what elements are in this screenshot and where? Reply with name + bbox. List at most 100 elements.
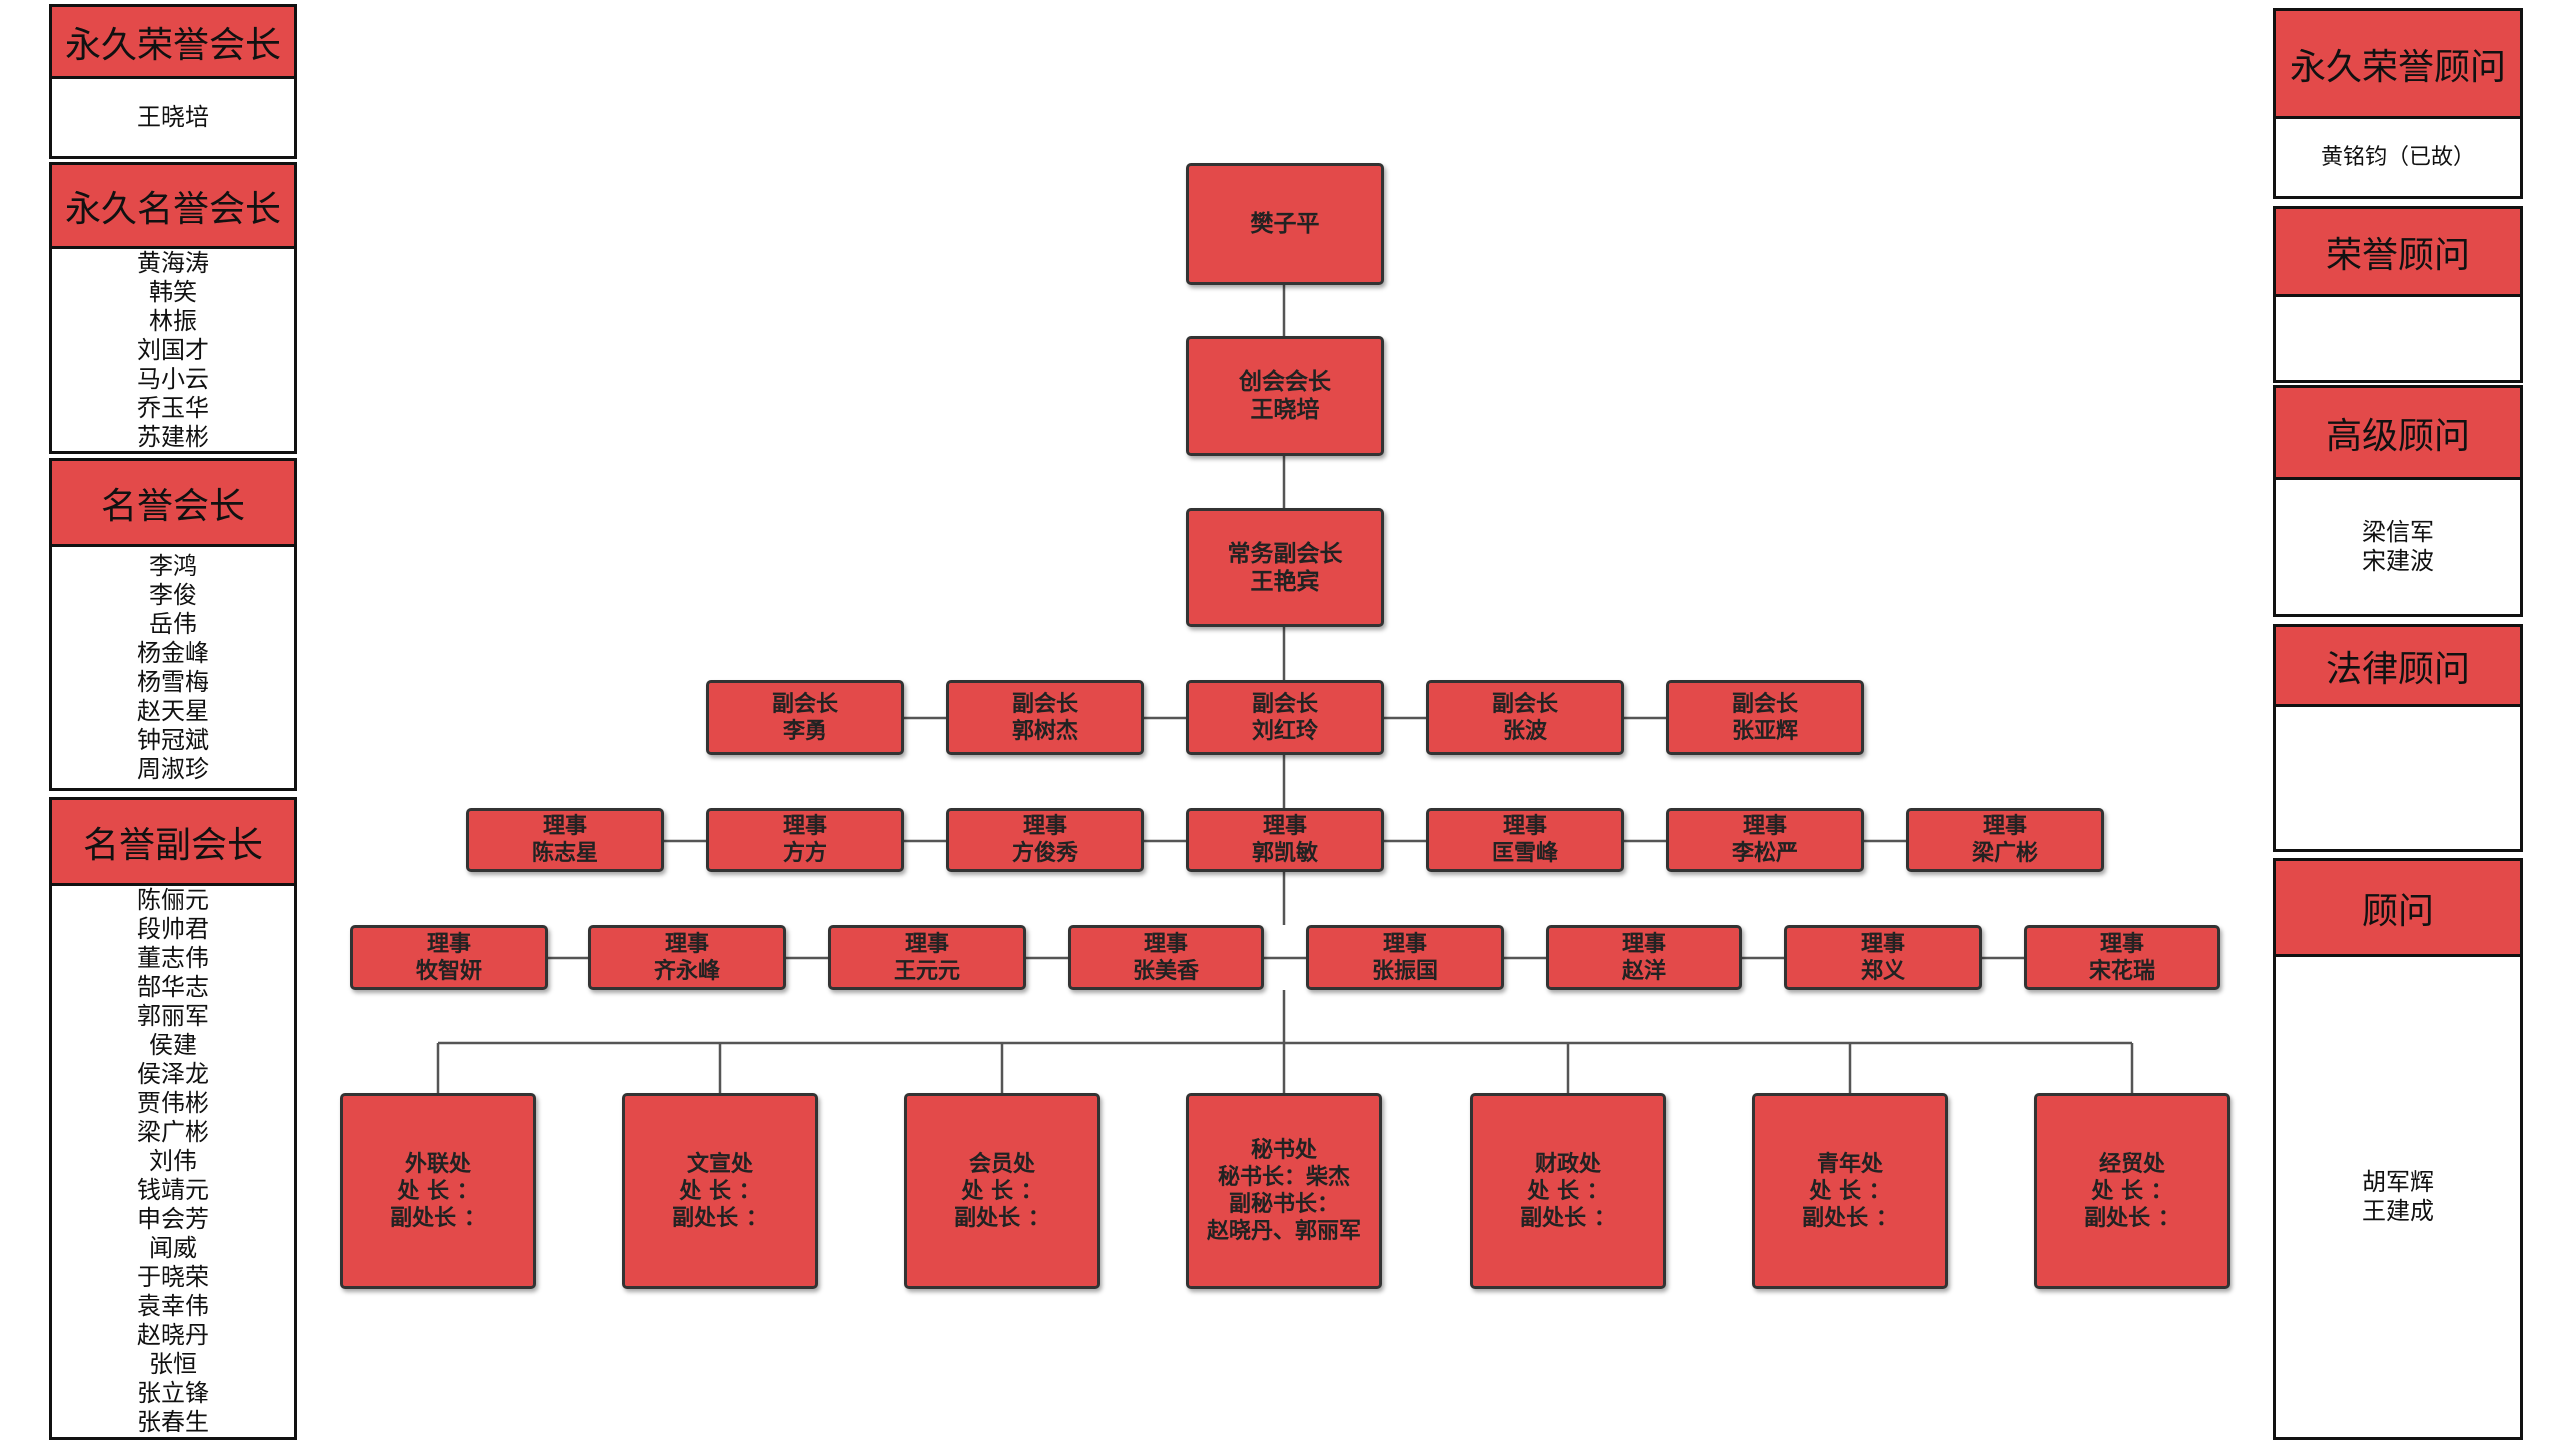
node-text-line: 常务副会长 — [1227, 540, 1343, 567]
name-item: 梁广彬 — [137, 1118, 209, 1146]
node-vice-president[interactable]: 副会长郭树杰 — [946, 680, 1144, 755]
panel-honorary-chairman: 名誉会长 李鸿李俊岳伟杨金峰杨雪梅赵天星钟冠斌周淑珍 — [49, 458, 297, 791]
node-text-line: 财政处 — [1534, 1151, 1601, 1177]
name-item: 宋建波 — [2362, 547, 2434, 575]
node-director[interactable]: 理事宋花瑞 — [2024, 925, 2220, 990]
node-text-line: 副会长 — [1251, 691, 1318, 717]
node-director[interactable]: 理事赵洋 — [1546, 925, 1742, 990]
node-founding-president[interactable]: 创会会长王晓培 — [1186, 336, 1384, 456]
panel-header: 高级顾问 — [2276, 388, 2520, 480]
name-item: 赵天星 — [137, 696, 209, 725]
node-text-line: 副处长 ： — [1802, 1205, 1898, 1231]
node-text-line: 张美香 — [1132, 958, 1199, 984]
node-vice-president[interactable]: 副会长刘红玲 — [1186, 680, 1384, 755]
panel-senior-advisor: 高级顾问 梁信军宋建波 — [2273, 385, 2523, 617]
node-department-secretariat[interactable]: 秘书处秘书长：柴杰副秘书长：赵晓丹、郭丽军 — [1186, 1093, 1382, 1289]
node-text-line: 赵晓丹、郭丽军 — [1206, 1219, 1361, 1244]
node-text-line: 创会会长 — [1239, 369, 1331, 395]
node-director[interactable]: 理事牧智妍 — [350, 925, 548, 990]
node-director[interactable]: 理事郭凯敏 — [1186, 808, 1384, 872]
node-department-membership[interactable]: 会员处处 长 ：副处长 ： — [904, 1093, 1100, 1289]
node-department-trade[interactable]: 经贸处处 长 ：副处长 ： — [2034, 1093, 2230, 1289]
node-text-line: 张振国 — [1371, 958, 1438, 984]
node-text-line: 副会长 — [1491, 691, 1558, 717]
node-director[interactable]: 理事李松严 — [1666, 808, 1864, 872]
node-director[interactable]: 理事郑义 — [1784, 925, 1982, 990]
node-department-publicity[interactable]: 文宣处处 长 ：副处长 ： — [622, 1093, 818, 1289]
name-item: 钟冠斌 — [137, 725, 209, 754]
name-item: 闻威 — [149, 1234, 197, 1262]
node-department-external-affairs[interactable]: 外联处处 长 ：副处长 ： — [340, 1093, 536, 1289]
node-director[interactable]: 理事匡雪峰 — [1426, 808, 1624, 872]
panel-header: 顾问 — [2276, 861, 2520, 957]
node-department-youth[interactable]: 青年处处 长 ：副处长 ： — [1752, 1093, 1948, 1289]
name-item: 贾伟彬 — [137, 1089, 209, 1117]
node-text-line: 理事 — [1262, 814, 1307, 839]
name-item: 刘伟 — [149, 1147, 197, 1175]
node-text-line: 处 长 ： — [2091, 1178, 2173, 1204]
name-item: 王建成 — [2362, 1197, 2434, 1225]
name-item: 郜华志 — [137, 973, 209, 1001]
node-text-line: 青年处 — [1816, 1151, 1883, 1177]
name-item: 苏建彬 — [137, 422, 209, 451]
node-text-line: 理事 — [1621, 931, 1666, 957]
node-text-line: 副会长 — [771, 691, 838, 717]
node-director[interactable]: 理事梁广彬 — [1906, 808, 2104, 872]
name-item: 杨雪梅 — [137, 667, 209, 696]
node-director[interactable]: 理事张美香 — [1068, 925, 1264, 990]
node-executive-vice-president[interactable]: 常务副会长王艳宾 — [1186, 508, 1384, 627]
node-text-line: 王艳宾 — [1250, 568, 1320, 595]
name-item: 乔玉华 — [137, 393, 209, 422]
node-text-line: 刘红玲 — [1251, 718, 1318, 744]
name-item: 袁幸伟 — [137, 1292, 209, 1320]
node-director[interactable]: 理事王元元 — [828, 925, 1026, 990]
node-director[interactable]: 理事方方 — [706, 808, 904, 872]
node-text-line: 副处长 ： — [390, 1205, 486, 1231]
panel-honorary-advisor: 荣誉顾问 — [2273, 206, 2523, 383]
node-director[interactable]: 理事方俊秀 — [946, 808, 1144, 872]
node-text-line: 方方 — [782, 841, 827, 866]
node-director[interactable]: 理事张振国 — [1306, 925, 1504, 990]
node-text-line: 处 长 ： — [397, 1178, 479, 1204]
name-item: 张恒 — [149, 1350, 197, 1378]
node-text-line: 郭凯敏 — [1251, 841, 1318, 866]
panel-legal-advisor: 法律顾问 — [2273, 624, 2523, 852]
panel-names: 梁信军宋建波 — [2276, 480, 2520, 614]
panel-permanent-honorary-chairman: 永久名誉会长 黄海涛韩笑林振刘国才马小云乔玉华苏建彬 — [49, 162, 297, 454]
node-text-line: 会员处 — [968, 1151, 1035, 1177]
node-vice-president[interactable]: 副会长李勇 — [706, 680, 904, 755]
node-text-line: 理事 — [1860, 931, 1905, 957]
node-text-line: 副处长 ： — [672, 1205, 768, 1231]
node-text-line: 处 长 ： — [961, 1178, 1043, 1204]
name-item: 张立锋 — [137, 1379, 209, 1407]
node-vice-president[interactable]: 副会长张亚辉 — [1666, 680, 1864, 755]
node-text-line: 齐永峰 — [653, 958, 720, 984]
node-text-line: 理事 — [1382, 931, 1427, 957]
panel-names: 胡军辉王建成 — [2276, 957, 2520, 1437]
node-text-line: 王元元 — [893, 958, 960, 984]
node-text-line: 副会长 — [1731, 691, 1798, 717]
node-department-finance[interactable]: 财政处处 长 ：副处长 ： — [1470, 1093, 1666, 1289]
node-text-line: 王晓培 — [1250, 397, 1320, 423]
node-text-line: 副秘书长： — [1228, 1192, 1339, 1217]
node-text-line: 赵洋 — [1621, 958, 1666, 984]
panel-names: 王晓培 — [52, 79, 294, 156]
node-text-line: 郑义 — [1860, 958, 1905, 984]
name-item: 申会芳 — [137, 1205, 209, 1233]
name-item: 杨金峰 — [137, 638, 209, 667]
node-text-line: 理事 — [904, 931, 949, 957]
node-text-line: 理事 — [1143, 931, 1188, 957]
name-item: 刘国才 — [137, 335, 209, 364]
panel-permanent-honorary-advisor: 永久荣誉顾问 黄铭钧（已故） — [2273, 8, 2523, 199]
node-vice-president[interactable]: 副会长张波 — [1426, 680, 1624, 755]
node-text-line: 郭树杰 — [1011, 718, 1078, 744]
node-top-leader[interactable]: 樊子平 — [1186, 163, 1384, 285]
node-director[interactable]: 理事陈志星 — [466, 808, 664, 872]
node-director[interactable]: 理事齐永峰 — [588, 925, 786, 990]
node-text-line: 副会长 — [1011, 691, 1078, 717]
node-text-line: 副处长 ： — [954, 1205, 1050, 1231]
name-item: 侯建 — [149, 1031, 197, 1059]
panel-header: 名誉会长 — [52, 461, 294, 547]
node-text-line: 理事 — [542, 814, 587, 839]
